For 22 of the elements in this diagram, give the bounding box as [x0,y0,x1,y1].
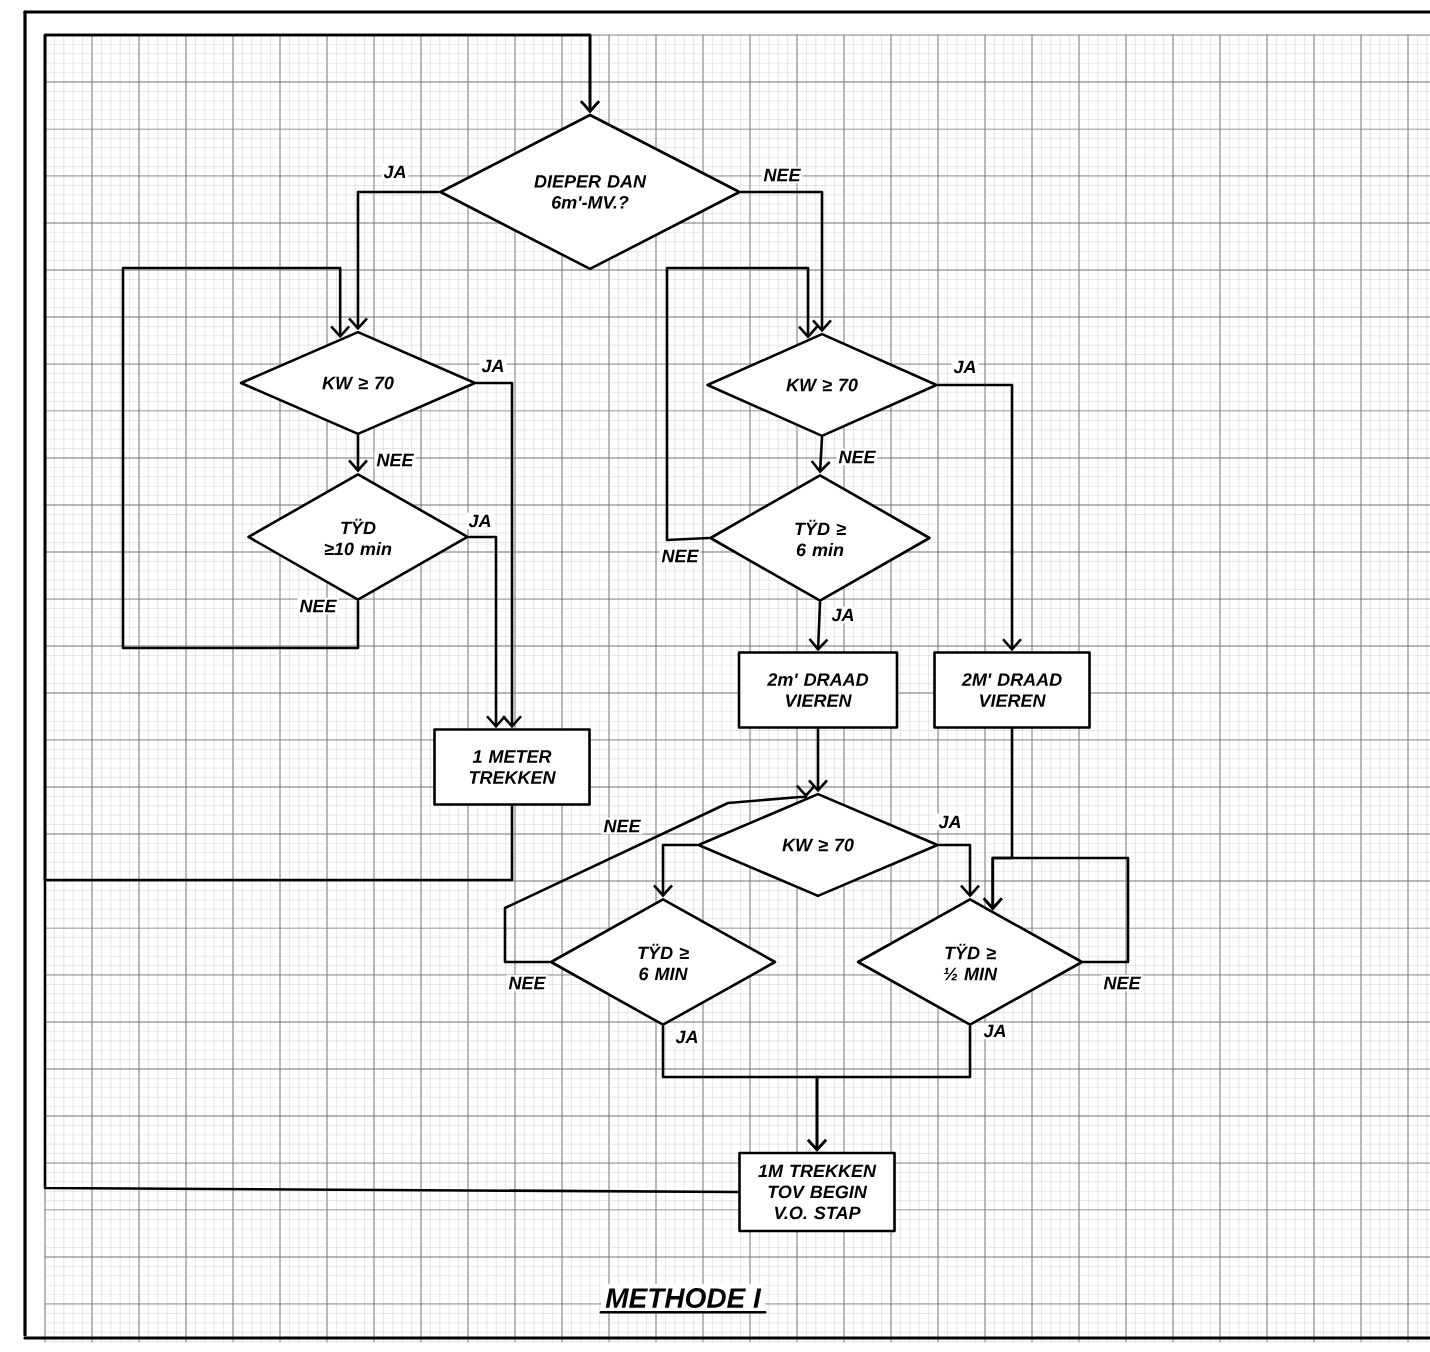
arrow [808,601,829,652]
arrow [937,383,1022,652]
arrow [348,434,368,473]
process-box: 2M' DRAAD VIEREN [933,651,1091,729]
process-box: 1M TREKKEN TOV BEGIN V.O. STAP [738,1151,896,1233]
arrow [43,33,740,1194]
arrow [348,190,440,331]
arrow [938,843,980,898]
arrow [503,784,816,964]
arrow [121,266,360,650]
arrow [810,436,831,474]
arrow [807,1025,972,1152]
process-box: 1 METER TREKKEN [433,728,591,806]
arrow [475,381,522,729]
process-box: 2m' DRAAD VIEREN [737,651,899,729]
arrow [653,843,698,898]
arrow [468,535,506,729]
arrow [982,856,1130,964]
arrow [808,727,828,793]
arrow [740,190,832,333]
arrow [665,266,818,542]
caption: METHODE I [599,1284,767,1314]
